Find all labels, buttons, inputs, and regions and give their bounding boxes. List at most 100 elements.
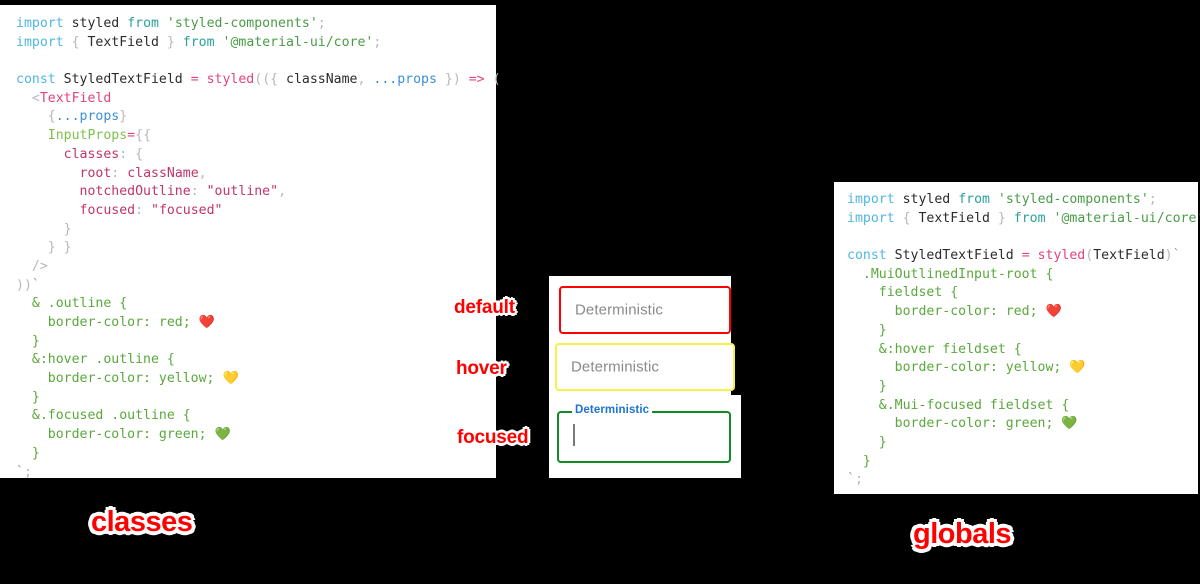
code-token: {: [270, 72, 287, 88]
code-token: import: [847, 210, 895, 226]
code-token: from: [1013, 210, 1046, 226]
code-token: `: [1172, 248, 1181, 264]
code-line: }: [847, 434, 1198, 453]
code-token: [1030, 248, 1038, 263]
code-token: =>: [468, 72, 485, 88]
code-token: [16, 166, 80, 181]
textfield-default-text: Deterministic: [575, 301, 663, 319]
code-line: classes: {: [16, 146, 496, 165]
code-token: [1014, 248, 1022, 263]
code-panel-classes: import styled from 'styled-components';i…: [0, 5, 501, 480]
code-token: [199, 184, 207, 199]
code-token: ❤️: [198, 315, 215, 330]
code-token: {: [135, 146, 144, 162]
code-token: [950, 192, 958, 207]
code-token: {{: [135, 128, 152, 144]
code-token: & .outline {: [16, 296, 128, 312]
code-line: } }: [16, 239, 496, 258]
code-line: const StyledTextField = styled(TextField…: [847, 247, 1198, 266]
code-line: border-color: red; ❤️: [847, 303, 1198, 322]
code-token: from: [127, 16, 159, 31]
code-token: (: [492, 72, 501, 88]
textfield-focused[interactable]: Deterministic: [557, 404, 731, 463]
code-token: <: [31, 90, 40, 106]
code-line: }: [847, 378, 1198, 397]
code-token: styled: [206, 72, 255, 88]
code-token: [175, 35, 183, 50]
code-token: ): [452, 72, 461, 88]
code-line: [847, 228, 1198, 247]
code-token: :: [135, 202, 144, 218]
code-token: [119, 166, 127, 181]
code-token: [16, 109, 48, 124]
code-token: fieldset {: [847, 285, 959, 301]
code-token: [159, 16, 167, 31]
code-token: ...props: [373, 72, 437, 88]
code-token: =: [190, 72, 199, 88]
code-token: 💚: [1061, 416, 1078, 432]
code-token: (: [1085, 248, 1094, 264]
code-line: }: [847, 322, 1198, 341]
code-token: '@material-ui/core': [222, 34, 374, 50]
code-line: InputProps={{: [16, 127, 496, 146]
code-line: {...props}: [16, 108, 496, 127]
code-token: className: [127, 165, 199, 181]
code-token: [183, 72, 191, 87]
code-token: =: [1021, 248, 1030, 264]
code-line: import { TextField } from '@material-ui/…: [847, 210, 1200, 229]
code-token: root: [79, 165, 112, 181]
code-line: }: [847, 453, 1198, 472]
code-token: />: [16, 258, 48, 274]
code-line: import { TextField } from '@material-ui/…: [16, 34, 496, 53]
code-line: ))`: [16, 277, 496, 296]
code-line: import styled from 'styled-components';: [16, 15, 496, 34]
code-token: ;: [23, 464, 32, 480]
code-token: StyledTextField: [63, 72, 183, 88]
code-token: '@material-ui/core': [1053, 210, 1200, 226]
code-token: focused: [79, 202, 136, 218]
code-token: ;: [317, 16, 326, 31]
code-line: `;: [16, 464, 496, 483]
code-token: ;: [854, 472, 863, 488]
code-line: import styled from 'styled-components';: [847, 191, 1198, 210]
code-token: styled: [1037, 248, 1086, 264]
code-token: ): [1164, 248, 1173, 264]
code-line: focused: "focused": [16, 202, 496, 221]
code-line: border-color: red; ❤️: [16, 314, 496, 333]
code-token: =: [127, 128, 136, 144]
code-token: :: [119, 146, 128, 162]
code-line: }: [16, 445, 496, 464]
code-token: )): [16, 277, 32, 293]
code-token: ❤️: [1045, 304, 1062, 320]
code-token: }: [847, 378, 887, 394]
code-token: const: [847, 248, 887, 264]
code-line: />: [16, 258, 496, 277]
code-line: notchedOutline: "outline",: [16, 183, 496, 202]
code-token: border-color: green;: [16, 427, 215, 443]
code-token: `: [31, 277, 40, 293]
caption-classes: classes: [91, 506, 193, 538]
code-token: [16, 184, 80, 199]
code-token: }: [847, 322, 887, 338]
text-caret: [573, 424, 575, 446]
textfield-default[interactable]: Deterministic: [559, 286, 731, 334]
code-token: TextField: [910, 210, 998, 226]
code-token: [895, 211, 903, 226]
code-token: 💛: [222, 371, 239, 387]
code-token: }: [166, 34, 175, 50]
code-token: border-color: red;: [16, 315, 199, 330]
code-token: [64, 16, 72, 31]
code-token: "focused": [151, 202, 223, 218]
code-token: InputProps: [47, 128, 128, 144]
code-panel-globals: import styled from 'styled-components';i…: [834, 182, 1200, 494]
code-token: ...props: [55, 109, 120, 125]
code-token: TextField: [1093, 248, 1165, 264]
code-token: &:hover .outline {: [16, 352, 175, 368]
code-line: &.Mui-focused fieldset {: [847, 397, 1198, 416]
code-token: TextField: [39, 90, 112, 106]
code-token: [461, 72, 469, 87]
code-token: border-color: yellow;: [16, 371, 223, 387]
textfield-hover[interactable]: Deterministic: [555, 343, 735, 391]
code-token: .MuiOutlinedInput-root {: [847, 266, 1054, 282]
code-token: 'styled-components': [997, 192, 1149, 207]
